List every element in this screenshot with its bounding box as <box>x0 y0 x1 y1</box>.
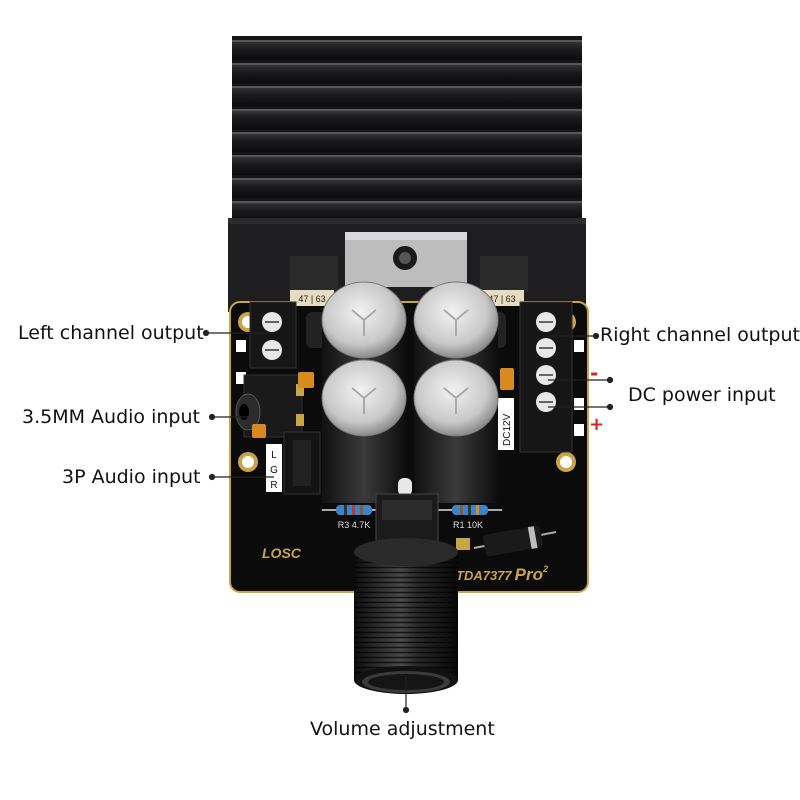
pin-label-g: G <box>270 465 278 476</box>
led <box>398 478 412 496</box>
heatsink-fins <box>232 40 582 221</box>
heatsink-fin <box>232 155 582 175</box>
callout-volume-adjustment: Volume adjustment <box>310 718 495 740</box>
small-capacitor <box>500 368 514 390</box>
small-capacitor <box>298 372 314 388</box>
left-output-terminal[interactable] <box>249 301 297 369</box>
filter-capacitors <box>321 281 499 503</box>
cap-label-right: 47 | 63 <box>488 294 515 304</box>
callout-audio-input-35mm: 3.5MM Audio input <box>22 406 200 428</box>
heatsink-fin <box>232 86 582 106</box>
heatsink-fin-highlight <box>232 40 582 42</box>
model-name: TDA7377 <box>456 568 512 583</box>
resistor-label-r3: R3 4.7K <box>338 520 371 530</box>
small-capacitor <box>252 424 266 438</box>
amplifier-chip <box>345 232 467 287</box>
header-pin-labels: L G R <box>266 444 282 492</box>
diode <box>473 525 557 557</box>
heatsink-fin <box>232 201 582 221</box>
small-capacitor <box>306 312 326 348</box>
heatsink-fin <box>232 132 582 152</box>
heatsink-fin-highlight <box>232 109 582 111</box>
callout-audio-input-3p: 3P Audio input <box>62 466 201 488</box>
heatsink-fin <box>232 40 582 60</box>
pin-label-l: L <box>271 450 277 461</box>
model-suffix: Pro <box>515 565 543 584</box>
audio-jack-35mm[interactable] <box>235 374 304 438</box>
resistor-r1 <box>438 505 502 515</box>
model-superscript: 2 <box>542 564 548 574</box>
brand-logo: LOSC <box>262 545 302 561</box>
heatsink-fin <box>232 178 582 198</box>
heatsink-fin-highlight <box>232 86 582 88</box>
heatsink-fin-highlight <box>232 201 582 203</box>
callout-left-channel-output: Left channel output <box>18 322 204 344</box>
polarity-plus: + <box>589 414 604 435</box>
dc12v-label: DC12V <box>502 413 513 446</box>
right-terminal-block[interactable] <box>519 301 573 453</box>
volume-knob[interactable] <box>354 538 458 694</box>
heatsink-fin <box>232 109 582 129</box>
header-3p[interactable] <box>283 431 321 495</box>
heatsink-fin-highlight <box>232 132 582 134</box>
heatsink-fin-highlight <box>232 63 582 65</box>
cap-label-left: 47 | 63 <box>298 294 325 304</box>
heatsink-fin <box>232 63 582 83</box>
callout-lines <box>202 329 614 714</box>
resistor-r3 <box>322 505 386 515</box>
polarity-minus: - <box>590 361 598 385</box>
callout-dc-power-input: DC power input <box>628 384 776 406</box>
resistor-label-r1: R1 10K <box>453 520 483 530</box>
heatsink <box>228 36 586 312</box>
callout-right-channel-output: Right channel output <box>600 324 800 346</box>
heatsink-fin-highlight <box>232 178 582 180</box>
pin-label-r: R <box>270 480 277 491</box>
heatsink-fin-highlight <box>232 155 582 157</box>
